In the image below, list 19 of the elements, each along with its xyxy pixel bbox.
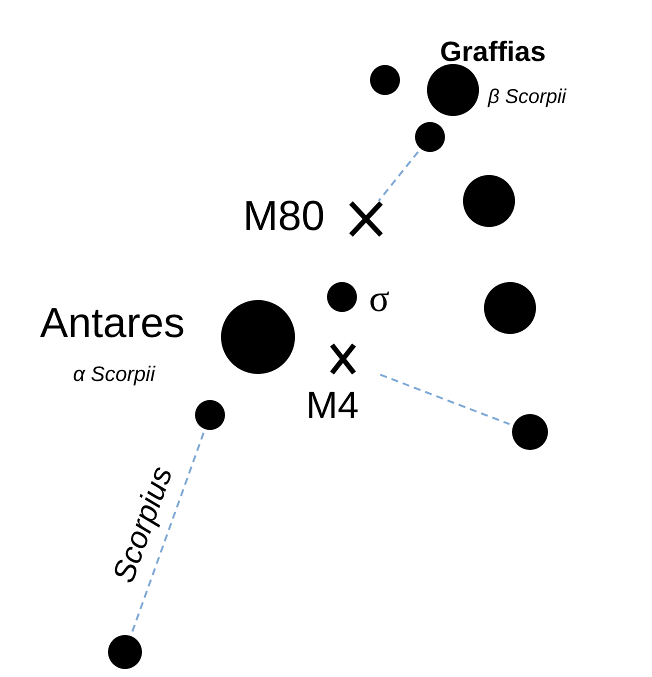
- star-dot: [415, 122, 445, 152]
- star-dot: [512, 414, 548, 450]
- star-dot: [195, 400, 225, 430]
- star-dot: [370, 65, 400, 95]
- constellation-line: [378, 151, 419, 202]
- constellation-line: [380, 374, 510, 426]
- star-name: Antares: [40, 302, 185, 344]
- star-dot: [463, 175, 515, 227]
- star-name: σ: [369, 280, 390, 318]
- constellation-line: [131, 432, 205, 633]
- star-name: Graffias: [440, 38, 546, 66]
- star-dot: [427, 64, 479, 116]
- star-designation: β Scorpii: [488, 87, 566, 107]
- star-dot: [327, 282, 357, 312]
- cluster-label: M4: [306, 387, 359, 425]
- cluster-label: M80: [243, 195, 325, 237]
- star-dot: [484, 282, 536, 334]
- star-designation: α Scorpii: [73, 364, 156, 385]
- star-dot: [108, 635, 142, 669]
